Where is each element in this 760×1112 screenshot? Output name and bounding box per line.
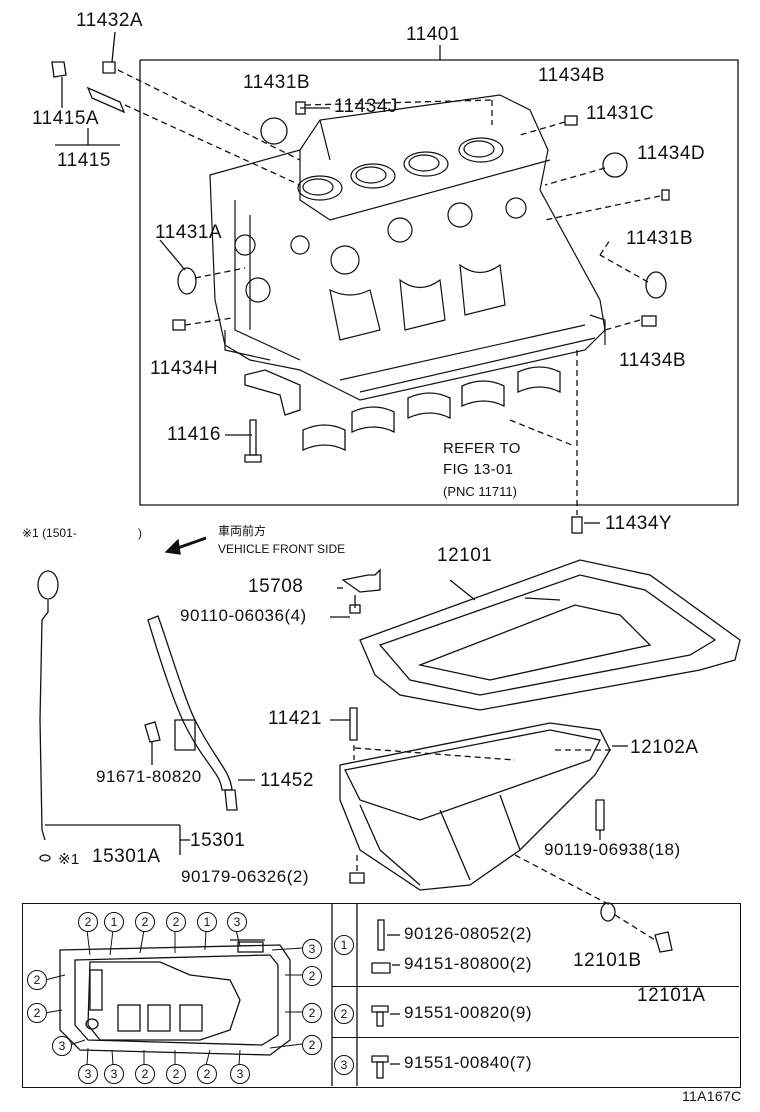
callout-15301A-star: ※1 [58, 851, 80, 868]
callout-12102A: 12102A [630, 737, 699, 758]
layout-mark-left-3: 3 [52, 1036, 72, 1056]
legend-divider-1 [332, 986, 739, 987]
callout-11434J: 11434J [334, 96, 398, 117]
layout-mark-top-3: 2 [135, 912, 155, 932]
callout-15301A: 15301A [92, 846, 161, 867]
legend-mark-2: 2 [334, 1004, 354, 1024]
callout-11415A: 11415A [32, 108, 100, 129]
oil-pan-lower-drawing [339, 722, 611, 891]
callout-11401: 11401 [406, 24, 460, 45]
figure-code: 11A167C [682, 1088, 742, 1104]
callout-90119: 90119-06938(18) [544, 840, 681, 859]
layout-mark-top-5: 1 [197, 912, 217, 932]
layout-mark-top-6: 3 [227, 912, 247, 932]
layout-mark-bottom-5: 2 [197, 1064, 217, 1084]
layout-mark-left-1: 2 [27, 970, 47, 990]
callout-11434B-top: 11434B [538, 65, 606, 86]
layout-mark-top-1: 2 [78, 912, 98, 932]
layout-mark-bottom-6: 3 [230, 1064, 250, 1084]
layout-mark-bottom-1: 3 [78, 1064, 98, 1084]
callout-12101B: 12101B [573, 950, 642, 971]
layout-mark-right-3: 2 [302, 1003, 322, 1023]
callout-11415: 11415 [57, 150, 111, 171]
layout-mark-right-4: 2 [302, 1035, 322, 1055]
callout-15301: 15301 [190, 830, 246, 851]
legend-part-91551-00820: 91551-00820(9) [404, 1003, 532, 1022]
legend-part-91551-00840: 91551-00840(7) [404, 1053, 532, 1072]
callout-90179: 90179-06326(2) [181, 867, 309, 886]
callout-11452: 11452 [260, 770, 314, 791]
bearing-shells [244, 366, 561, 452]
oil-pan-upper-drawing [359, 559, 741, 711]
callout-91671: 91671-80820 [96, 767, 202, 786]
refer-to-line3: (PNC 11711) [443, 484, 517, 499]
bolt-layout-drawing [59, 939, 291, 1056]
refer-to-line1: REFER TO [443, 440, 521, 457]
star-note: ※1 (1501- [22, 526, 77, 540]
refer-to-line2: FIG 13-01 [443, 461, 514, 478]
layout-mark-bottom-4: 2 [166, 1064, 186, 1084]
legend-part-90126: 90126-08052(2) [404, 924, 532, 943]
callout-15708: 15708 [248, 576, 304, 597]
callout-11434Y: 11434Y [605, 513, 673, 534]
callout-11431A: 11431A [155, 222, 223, 243]
legend-divider-2 [332, 1037, 739, 1038]
layout-mark-top-4: 2 [166, 912, 186, 932]
layout-mark-left-2: 2 [27, 1003, 47, 1023]
layout-mark-top-2: 1 [104, 912, 124, 932]
layout-mark-bottom-3: 2 [135, 1064, 155, 1084]
callout-12101: 12101 [437, 545, 493, 566]
engine-block-drawing [209, 94, 606, 401]
star-note-paren: ) [138, 526, 142, 540]
callout-11416: 11416 [167, 424, 221, 445]
callout-11434B-right: 11434B [619, 350, 687, 371]
callout-11434H: 11434H [150, 358, 219, 379]
layout-mark-right-2: 2 [302, 966, 322, 986]
callout-11434D: 11434D [637, 143, 706, 164]
block-frame [139, 59, 739, 506]
callout-11431B-top: 11431B [243, 72, 311, 93]
direction-jp: 車両前方 [218, 524, 267, 538]
callout-11431C: 11431C [586, 103, 655, 124]
legend-mark-3: 3 [334, 1055, 354, 1075]
legend-part-94151: 94151-80800(2) [404, 954, 532, 973]
callout-11431B-right: 11431B [626, 228, 694, 249]
bolt-legend-panel [22, 903, 741, 1088]
legend-mark-1: 1 [334, 935, 354, 955]
layout-mark-bottom-2: 3 [104, 1064, 124, 1084]
layout-mark-right-1: 3 [302, 939, 322, 959]
direction-en: VEHICLE FRONT SIDE [218, 542, 346, 556]
callout-12101A: 12101A [637, 985, 706, 1006]
callout-11421: 11421 [268, 708, 322, 729]
callout-90110: 90110-06036(4) [180, 606, 307, 625]
callout-11432A: 11432A [76, 10, 144, 31]
